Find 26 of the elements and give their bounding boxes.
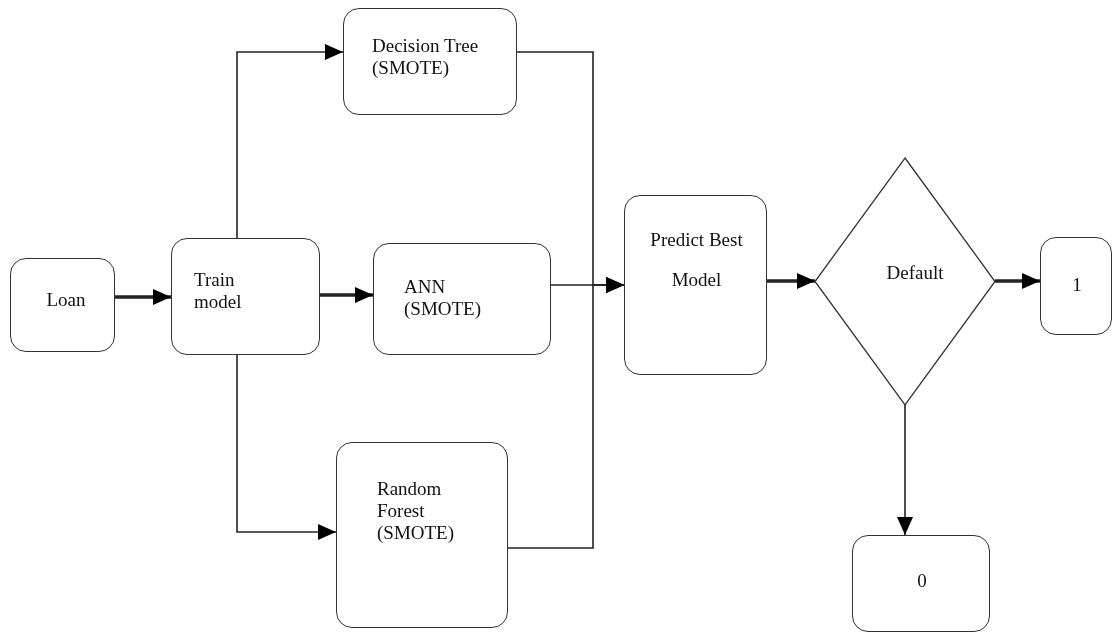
arrow [995, 273, 1040, 289]
process-box [336, 442, 508, 628]
process-box [373, 243, 551, 355]
node-label: Decision Tree (SMOTE) [372, 35, 480, 79]
node-label: 1 [1071, 274, 1083, 296]
process-box [852, 535, 990, 632]
process-box [343, 8, 517, 115]
node-label: Predict Best Model [650, 228, 743, 292]
node-label: Default [885, 262, 945, 284]
arrow [236, 44, 344, 239]
node-label: Loan [45, 289, 87, 311]
arrow [507, 277, 625, 549]
arrow [897, 404, 913, 536]
arrow [320, 287, 373, 303]
decision-diamond [815, 158, 995, 405]
process-box [624, 195, 767, 375]
node-label: Random Forest (SMOTE) [377, 478, 456, 544]
arrow [115, 289, 171, 305]
process-box [171, 238, 320, 355]
arrow [767, 273, 815, 289]
node-label: Train model [194, 269, 243, 313]
arrow [236, 354, 337, 540]
process-box [10, 258, 115, 352]
process-box [1040, 237, 1112, 335]
node-label: 0 [916, 570, 928, 592]
node-label: ANN (SMOTE) [404, 276, 483, 320]
